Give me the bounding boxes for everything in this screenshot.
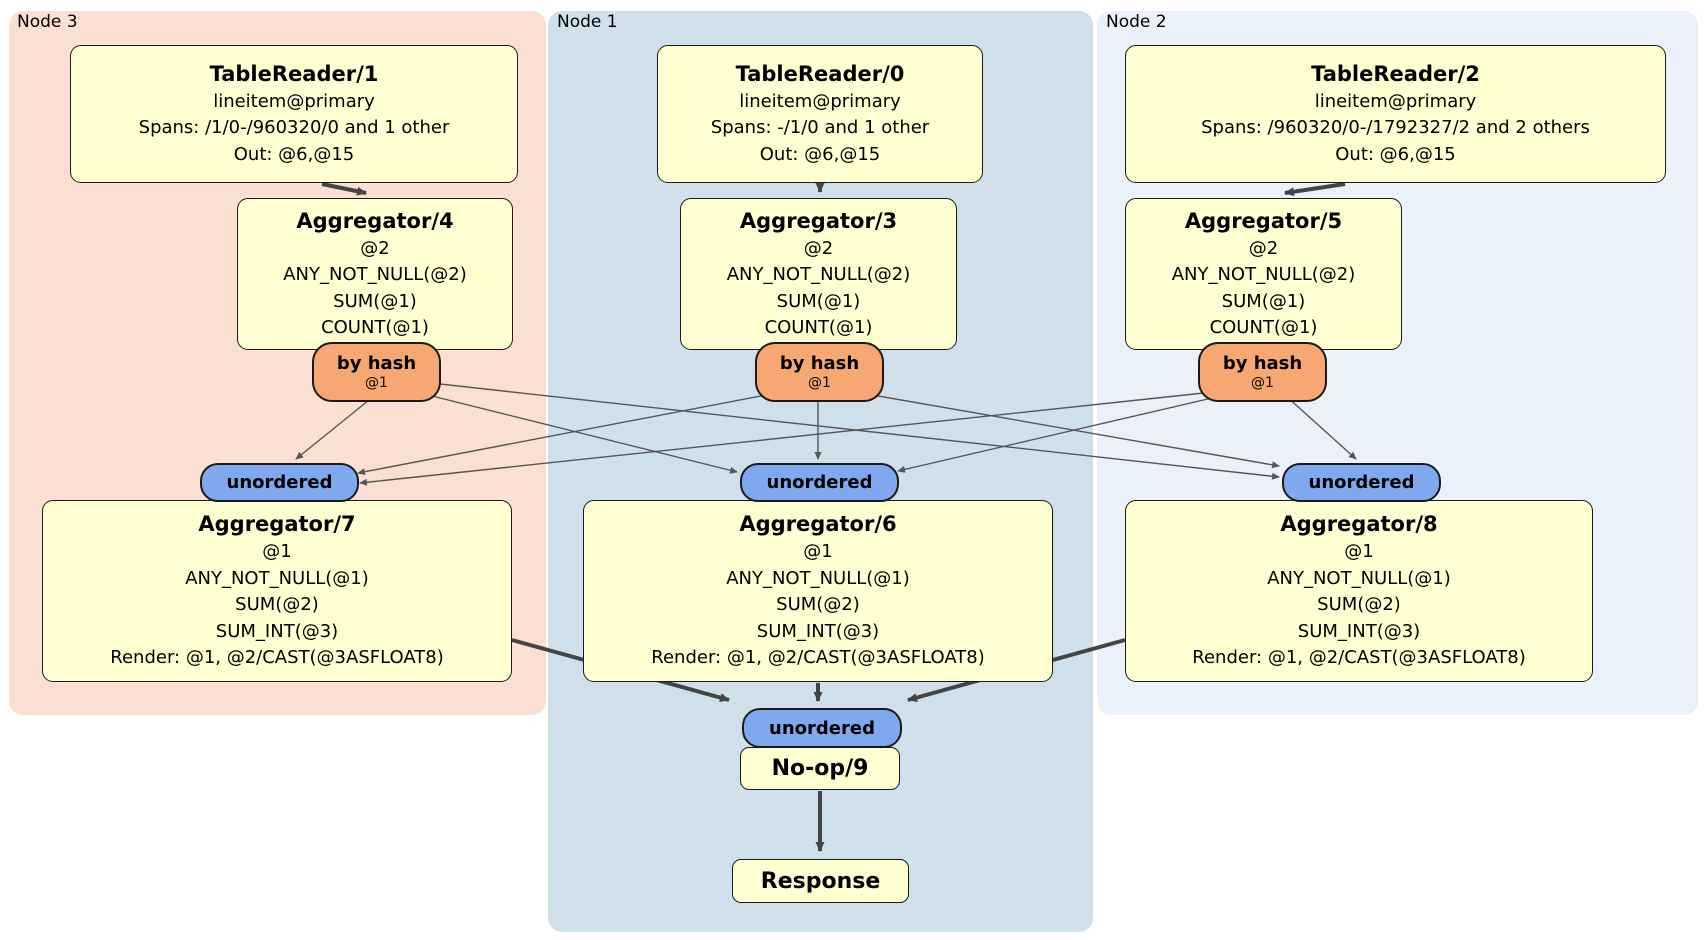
aggregator-7-title: Aggregator/7 <box>198 512 356 537</box>
node2-label: Node 2 <box>1106 12 1167 32</box>
aggregator-8-fn3: SUM_INT(@3) <box>1297 620 1421 642</box>
aggregator-4-fn2: SUM(@1) <box>333 290 417 312</box>
table-reader-1-index: lineitem@primary <box>213 90 375 112</box>
aggregator-7-render: Render: @1, @2/CAST(@3ASFLOAT8) <box>110 647 444 669</box>
aggregator-6-group: @1 <box>803 541 833 563</box>
aggregator-5-group: @2 <box>1248 237 1279 259</box>
node3-label: Node 3 <box>17 12 78 32</box>
aggregator-5-title: Aggregator/5 <box>1184 208 1343 233</box>
aggregator-3-fn2: SUM(@1) <box>776 290 861 312</box>
node3-hash-router-key: @1 <box>365 374 388 391</box>
aggregator-3-title: Aggregator/3 <box>739 208 898 233</box>
aggregator-7-fn1: ANY_NOT_NULL(@1) <box>185 567 369 589</box>
aggregator-4-title: Aggregator/4 <box>296 208 454 233</box>
aggregator-4-box: Aggregator/4 @2 ANY_NOT_NULL(@2) SUM(@1)… <box>237 198 513 350</box>
node3-hash-router: by hash @1 <box>312 342 441 402</box>
aggregator-4-fn3: COUNT(@1) <box>321 317 429 338</box>
node1-label: Node 1 <box>557 12 618 32</box>
node3-unordered-sync: unordered <box>200 463 359 502</box>
table-reader-2-out: Out: @6,@15 <box>1335 143 1456 165</box>
aggregator-5-fn1: ANY_NOT_NULL(@2) <box>1171 264 1356 285</box>
aggregator-6-box: Aggregator/6 @1 ANY_NOT_NULL(@1) SUM(@2)… <box>583 500 1053 682</box>
aggregator-7-group: @1 <box>262 541 292 563</box>
aggregator-6-fn1: ANY_NOT_NULL(@1) <box>726 567 910 589</box>
node1-unordered-sync: unordered <box>740 463 899 502</box>
node1-hash-router-key: @1 <box>808 374 831 391</box>
table-reader-2-spans: Spans: /960320/0-/1792327/2 and 2 others <box>1201 117 1590 139</box>
aggregator-6-fn2: SUM(@2) <box>776 594 860 616</box>
aggregator-4-group: @2 <box>360 237 390 259</box>
table-reader-0-index: lineitem@primary <box>739 90 901 112</box>
table-reader-1-box: TableReader/1 lineitem@primary Spans: /1… <box>70 45 518 183</box>
aggregator-8-render: Render: @1, @2/CAST(@3ASFLOAT8) <box>1192 647 1526 669</box>
aggregator-7-box: Aggregator/7 @1 ANY_NOT_NULL(@1) SUM(@2)… <box>42 500 512 682</box>
aggregator-5-fn3: COUNT(@1) <box>1209 317 1318 338</box>
final-unordered-sync: unordered <box>742 708 902 748</box>
aggregator-4-fn1: ANY_NOT_NULL(@2) <box>283 264 467 285</box>
aggregator-6-render: Render: @1, @2/CAST(@3ASFLOAT8) <box>651 647 985 669</box>
aggregator-6-title: Aggregator/6 <box>739 512 897 537</box>
aggregator-8-fn1: ANY_NOT_NULL(@1) <box>1267 567 1451 589</box>
node1-hash-router: by hash @1 <box>755 342 884 402</box>
aggregator-5-fn2: SUM(@1) <box>1221 290 1306 312</box>
node2-hash-router-label: by hash <box>1222 352 1303 374</box>
table-reader-1-spans: Spans: /1/0-/960320/0 and 1 other <box>138 117 450 139</box>
node2-hash-router-key: @1 <box>1251 374 1274 391</box>
node2-unordered-sync: unordered <box>1282 463 1441 502</box>
aggregator-3-fn3: COUNT(@1) <box>764 317 873 338</box>
node2-hash-router: by hash @1 <box>1198 342 1327 402</box>
noop-box: No-op/9 <box>740 747 900 790</box>
table-reader-0-spans: Spans: -/1/0 and 1 other <box>710 117 930 139</box>
aggregator-7-fn2: SUM(@2) <box>235 594 319 616</box>
aggregator-8-group: @1 <box>1344 541 1374 563</box>
router-to-stream-edges <box>295 379 1357 486</box>
response-title: Response <box>760 868 881 894</box>
table-reader-2-title: TableReader/2 <box>1311 61 1480 86</box>
aggregator-8-title: Aggregator/8 <box>1280 512 1438 537</box>
aggregator-3-fn1: ANY_NOT_NULL(@2) <box>726 264 911 285</box>
table-reader-0-title: TableReader/0 <box>735 61 905 86</box>
aggregator-8-fn2: SUM(@2) <box>1317 594 1401 616</box>
aggregator-6-fn3: SUM_INT(@3) <box>756 620 880 642</box>
aggregator-8-box: Aggregator/8 @1 ANY_NOT_NULL(@1) SUM(@2)… <box>1125 500 1593 682</box>
node1-hash-router-label: by hash <box>779 352 860 374</box>
node3-hash-router-label: by hash <box>336 352 417 374</box>
aggregator-7-fn3: SUM_INT(@3) <box>215 620 339 642</box>
table-reader-1-out: Out: @6,@15 <box>233 143 355 165</box>
table-reader-0-out: Out: @6,@15 <box>759 143 881 165</box>
aggregator-3-group: @2 <box>803 237 834 259</box>
aggregator-5-box: Aggregator/5 @2 ANY_NOT_NULL(@2) SUM(@1)… <box>1125 198 1402 350</box>
table-reader-2-index: lineitem@primary <box>1314 90 1477 112</box>
table-reader-0-box: TableReader/0 lineitem@primary Spans: -/… <box>657 45 983 183</box>
table-reader-2-box: TableReader/2 lineitem@primary Spans: /9… <box>1125 45 1666 183</box>
aggregator-3-box: Aggregator/3 @2 ANY_NOT_NULL(@2) SUM(@1)… <box>680 198 957 350</box>
table-reader-1-title: TableReader/1 <box>209 61 379 86</box>
noop-title: No-op/9 <box>771 756 869 781</box>
response-box: Response <box>732 859 909 903</box>
